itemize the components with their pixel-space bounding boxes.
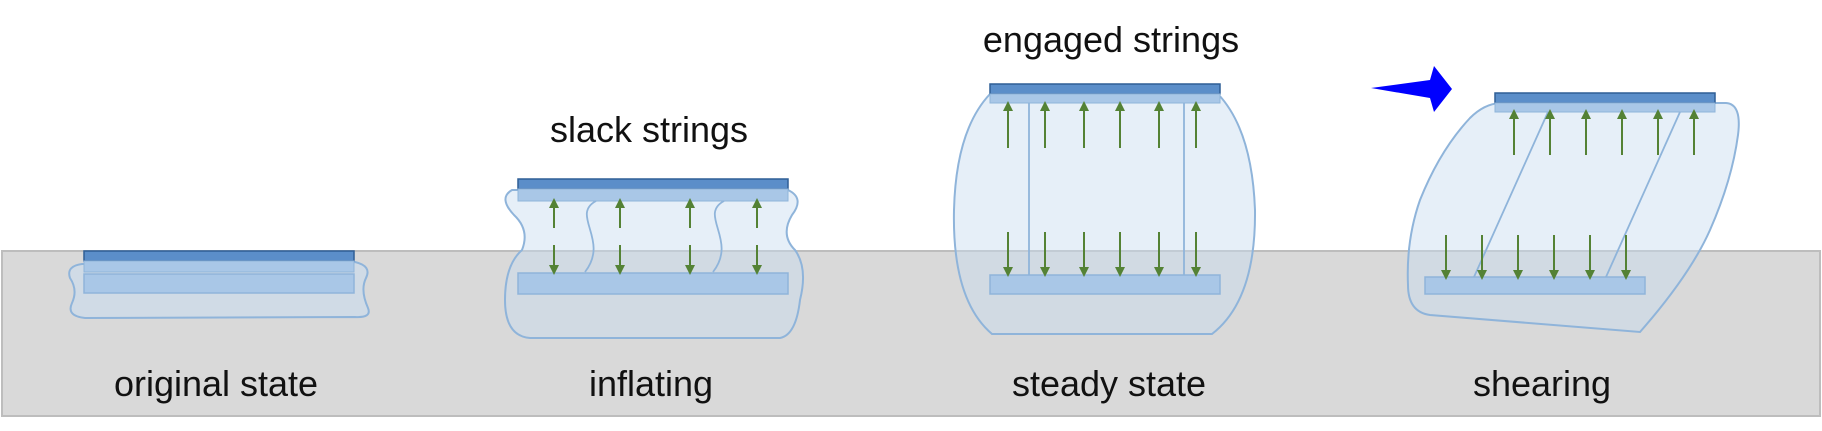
top-plate xyxy=(83,250,355,262)
bottom-plate xyxy=(83,273,355,294)
label-shearing: shearing xyxy=(1473,363,1611,404)
steady-state-drawing xyxy=(952,83,1257,335)
original-state-drawing xyxy=(68,250,370,320)
label-original-state: original state xyxy=(114,363,318,404)
top-plate xyxy=(989,83,1221,95)
top-plate-inner xyxy=(989,93,1221,104)
top-plate xyxy=(1494,92,1716,104)
sheared-string xyxy=(1473,111,1549,278)
sheared-fabric xyxy=(1406,102,1740,334)
top-plate-inner xyxy=(83,260,355,273)
inflating-drawing xyxy=(503,178,805,339)
top-plate xyxy=(517,178,789,190)
slack-string xyxy=(712,200,725,273)
shearing-drawing xyxy=(1371,66,1740,334)
label-slack-strings: slack strings xyxy=(550,109,748,150)
bottom-plate xyxy=(1424,276,1646,295)
top-plate-inner xyxy=(517,188,789,202)
arrow-right-icon xyxy=(1371,66,1452,112)
label-steady-state: steady state xyxy=(1012,363,1206,404)
inflating-fabric xyxy=(503,189,805,339)
top-plate-inner xyxy=(1494,102,1716,113)
sheared-string xyxy=(1605,111,1681,278)
label-inflating: inflating xyxy=(589,363,713,404)
inflated-fabric xyxy=(952,93,1257,335)
label-engaged-strings: engaged strings xyxy=(983,19,1239,60)
slack-string xyxy=(584,200,597,273)
bottom-plate xyxy=(989,274,1221,295)
bottom-plate xyxy=(517,272,789,295)
